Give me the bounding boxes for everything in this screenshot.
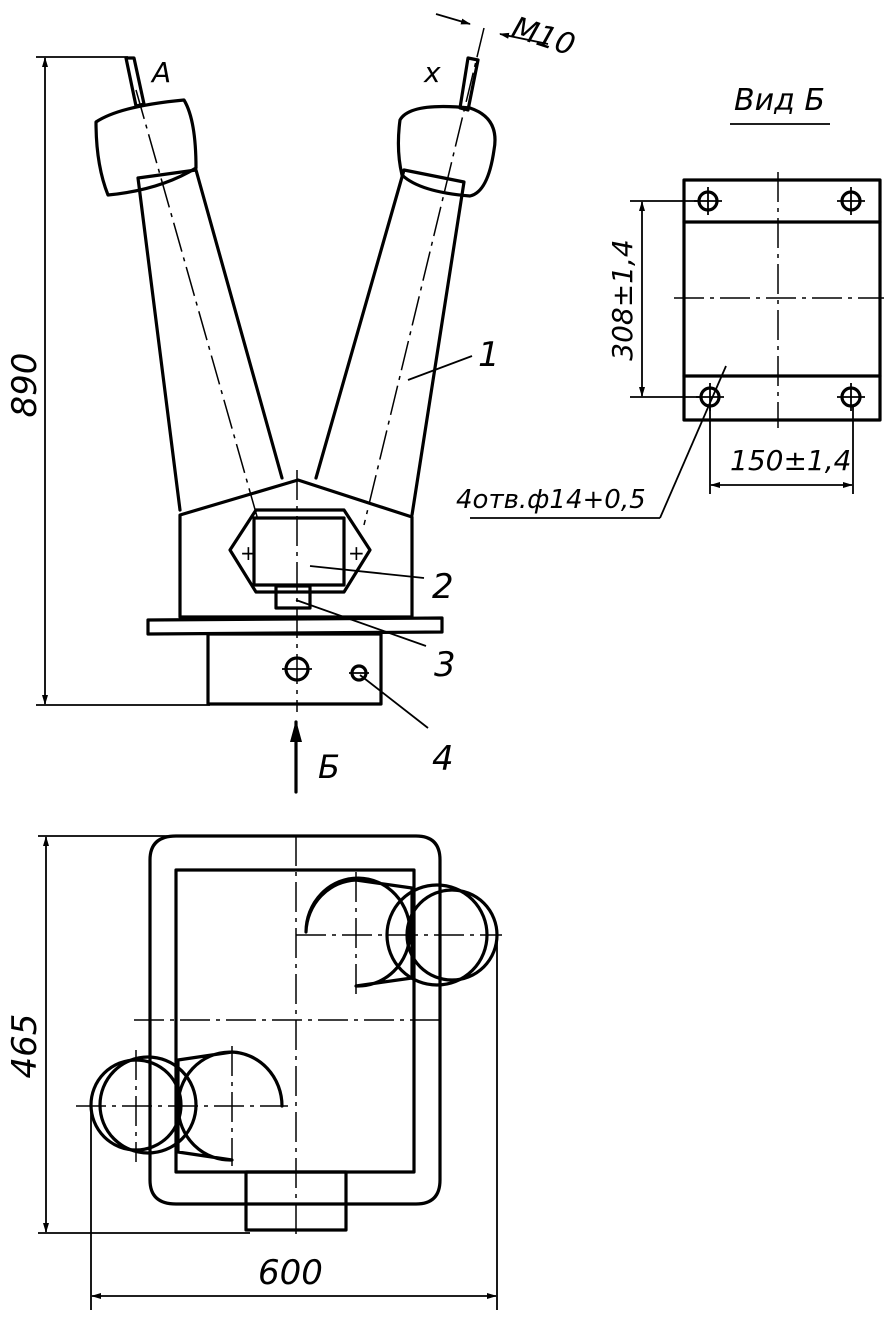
view-title: Вид Б [734, 83, 825, 118]
left-bushing [94, 56, 284, 521]
view-arrow-label: Б [318, 748, 340, 786]
callout-4: 4 [432, 739, 454, 779]
svg-text:+: + [240, 541, 257, 565]
terminal-a: A [150, 56, 171, 89]
terminal-x: x [423, 56, 441, 89]
holes-label: 4отв.ф14+0,5 [456, 485, 646, 515]
tank-body: + + [146, 470, 444, 712]
holes-pitch-label: 150±1,4 [730, 444, 851, 477]
right-bushing [314, 27, 497, 526]
svg-text:+: + [348, 541, 365, 565]
height-dimension: 890 [5, 56, 210, 706]
front-view: + + 890 M10 A x 1 2 [5, 10, 580, 794]
callout-2: 2 [432, 567, 454, 607]
callout-3: 3 [434, 645, 456, 685]
plan-view: 465 600 [5, 834, 502, 1310]
callout-1: 1 [478, 335, 500, 375]
callouts: 1 2 3 4 [295, 335, 500, 779]
view-b: Вид Б 308±1,4 150±1,4 4отв.ф14+0,5 [456, 83, 884, 519]
height-label: 890 [5, 353, 45, 418]
depth-label: 465 [5, 1014, 45, 1079]
holes-spacing-label: 308±1,4 [606, 239, 639, 360]
thread-label: M10 [508, 10, 580, 63]
thread-callout: M10 [435, 10, 580, 63]
width-label: 600 [258, 1253, 323, 1293]
view-arrow: Б [290, 720, 340, 794]
